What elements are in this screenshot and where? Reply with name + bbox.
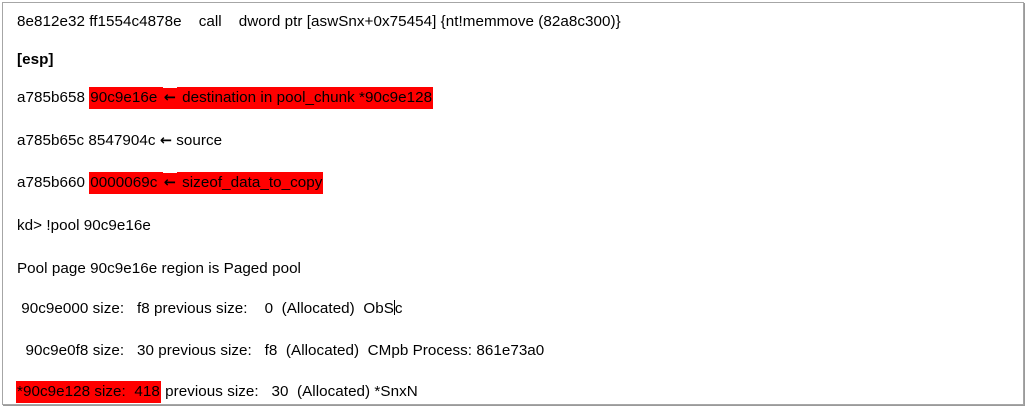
output-line-pool-chunk-1: 90c9e000 size: f8 previous size: 0 (Allo…: [3, 299, 1023, 319]
plain-text: 8e812e32 ff1554c4878e call dword ptr [as…: [17, 13, 621, 30]
left-arrow-icon: ←: [162, 88, 177, 109]
highlighted-text: destination in pool_chunk *90c9e128: [176, 87, 434, 109]
highlighted-text: 90c9e16e: [89, 87, 163, 109]
output-line-command-pool: kd> !pool 90c9e16e: [3, 216, 1023, 236]
left-arrow-icon: ←: [162, 173, 177, 194]
highlighted-text: *90c9e128 size: 418: [16, 381, 161, 403]
plain-text: previous size: 30 (Allocated) *SnxN: [160, 383, 418, 400]
output-line-stack-source: a785b65c 8547904c ← source: [3, 131, 1023, 151]
plain-text: source: [171, 132, 223, 149]
highlighted-text: sizeof_data_to_copy: [176, 172, 324, 194]
output-line-disassembly: 8e812e32 ff1554c4878e call dword ptr [as…: [3, 12, 1023, 32]
plain-text: 90c9e000 size: f8 previous size: 0 (Allo…: [17, 300, 394, 317]
plain-text: c: [394, 300, 403, 317]
plain-text: 90c9e0f8 size: 30 previous size: f8 (All…: [17, 342, 545, 359]
left-arrow-icon: ←: [159, 133, 172, 149]
plain-text: a785b658: [17, 89, 90, 106]
plain-text: kd> !pool 90c9e16e: [17, 217, 151, 234]
debugger-output-frame: 8e812e32 ff1554c4878e call dword ptr [as…: [2, 2, 1024, 405]
output-line-esp-label: [esp]: [3, 50, 1023, 70]
output-line-stack-size: a785b660 0000069c ← sizeof_data_to_copy: [3, 172, 1023, 194]
plain-text: a785b65c 8547904c: [17, 132, 160, 149]
output-line-pool-chunk-2: 90c9e0f8 size: 30 previous size: f8 (All…: [3, 341, 1023, 361]
output-line-pool-page-region: Pool page 90c9e16e region is Paged pool: [3, 259, 1023, 279]
esp-label-text: [esp]: [17, 51, 54, 68]
output-line-pool-chunk-3: *90c9e128 size: 418 previous size: 30 (A…: [3, 381, 1023, 403]
plain-text: a785b660: [17, 174, 90, 191]
plain-text: Pool page 90c9e16e region is Paged pool: [17, 260, 301, 277]
output-line-stack-destination: a785b658 90c9e16e ← destination in pool_…: [3, 87, 1023, 109]
debugger-output-lines: 8e812e32 ff1554c4878e call dword ptr [as…: [3, 3, 1023, 404]
text-caret: [393, 300, 395, 315]
highlighted-text: 0000069c: [89, 172, 163, 194]
